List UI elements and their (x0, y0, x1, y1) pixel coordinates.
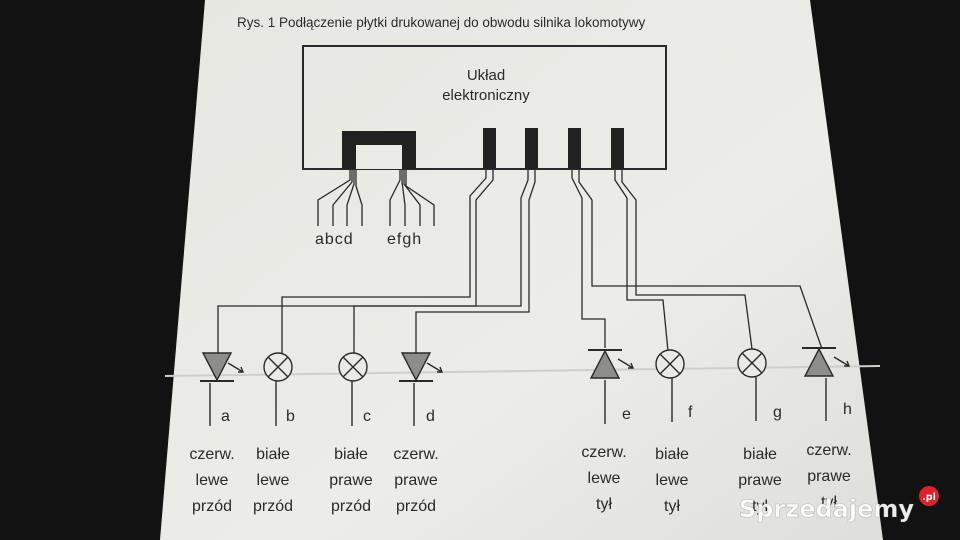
component-letter-a: a (221, 408, 230, 425)
label-h-line2: prawe (807, 468, 851, 485)
lamp-symbol-f (655, 349, 685, 422)
label-d-line1: czerw. (393, 446, 438, 463)
group-label-abcd: abcd (315, 231, 354, 248)
led-symbol-d (399, 352, 444, 426)
component-letter-c: c (363, 408, 371, 425)
label-g-line3: tył (752, 498, 768, 515)
component-letter-f: f (688, 404, 693, 421)
led-symbol-a (200, 352, 245, 426)
component-letter-e: e (622, 406, 631, 423)
lamp-symbol-g (737, 348, 767, 421)
watermark-brand: Sprzedajemy (739, 495, 914, 523)
lamp-symbol-b (263, 352, 293, 426)
connector-pin-3 (568, 128, 581, 169)
label-c-line2: prawe (329, 472, 373, 489)
fanout-wires-abcd (317, 169, 363, 226)
label-b-line2: lewe (257, 472, 290, 489)
component-letter-g: g (773, 404, 782, 421)
watermark-badge (919, 486, 939, 506)
led-symbol-e (588, 349, 635, 424)
label-a-line3: przód (192, 498, 232, 515)
label-e-line2: lewe (588, 470, 621, 487)
label-f-line3: tył (664, 498, 680, 515)
label-h-line1: czerw. (806, 442, 851, 459)
label-f-line2: lewe (656, 472, 689, 489)
component-letter-b: b (286, 408, 295, 425)
label-e-line3: tył (596, 496, 612, 513)
connector-pin-2 (525, 128, 538, 169)
label-g-line2: prawe (738, 472, 782, 489)
led-symbol-h (802, 347, 851, 421)
component-letter-d: d (426, 408, 435, 425)
label-b-line1: białe (256, 446, 290, 463)
label-e-line1: czerw. (581, 444, 626, 461)
watermark-tld: .pl (922, 492, 936, 503)
label-b-line3: przód (253, 498, 293, 515)
component-letter-h: h (843, 401, 852, 418)
label-h-line3: tył (821, 494, 837, 511)
label-d-line2: prawe (394, 472, 438, 489)
fanout-wires-efgh (389, 169, 435, 226)
box-label-line2: elektroniczny (442, 87, 530, 104)
label-g-line1: białe (743, 446, 777, 463)
connector-pin-1 (483, 128, 496, 169)
box-label-line1: Układ (467, 67, 505, 84)
figure-caption: Rys. 1 Podłączenie płytki drukowanej do … (237, 15, 645, 30)
label-a-line2: lewe (196, 472, 229, 489)
connector-pin-4 (611, 128, 624, 169)
label-a-line1: czerw. (189, 446, 234, 463)
label-c-line3: przód (331, 498, 371, 515)
lamp-symbol-c (338, 352, 368, 426)
label-f-line1: białe (655, 446, 689, 463)
label-d-line3: przód (396, 498, 436, 515)
circuit-wires (217, 169, 823, 353)
group-label-efgh: efgh (387, 231, 422, 248)
label-c-line1: białe (334, 446, 368, 463)
multi-connector (342, 131, 416, 169)
